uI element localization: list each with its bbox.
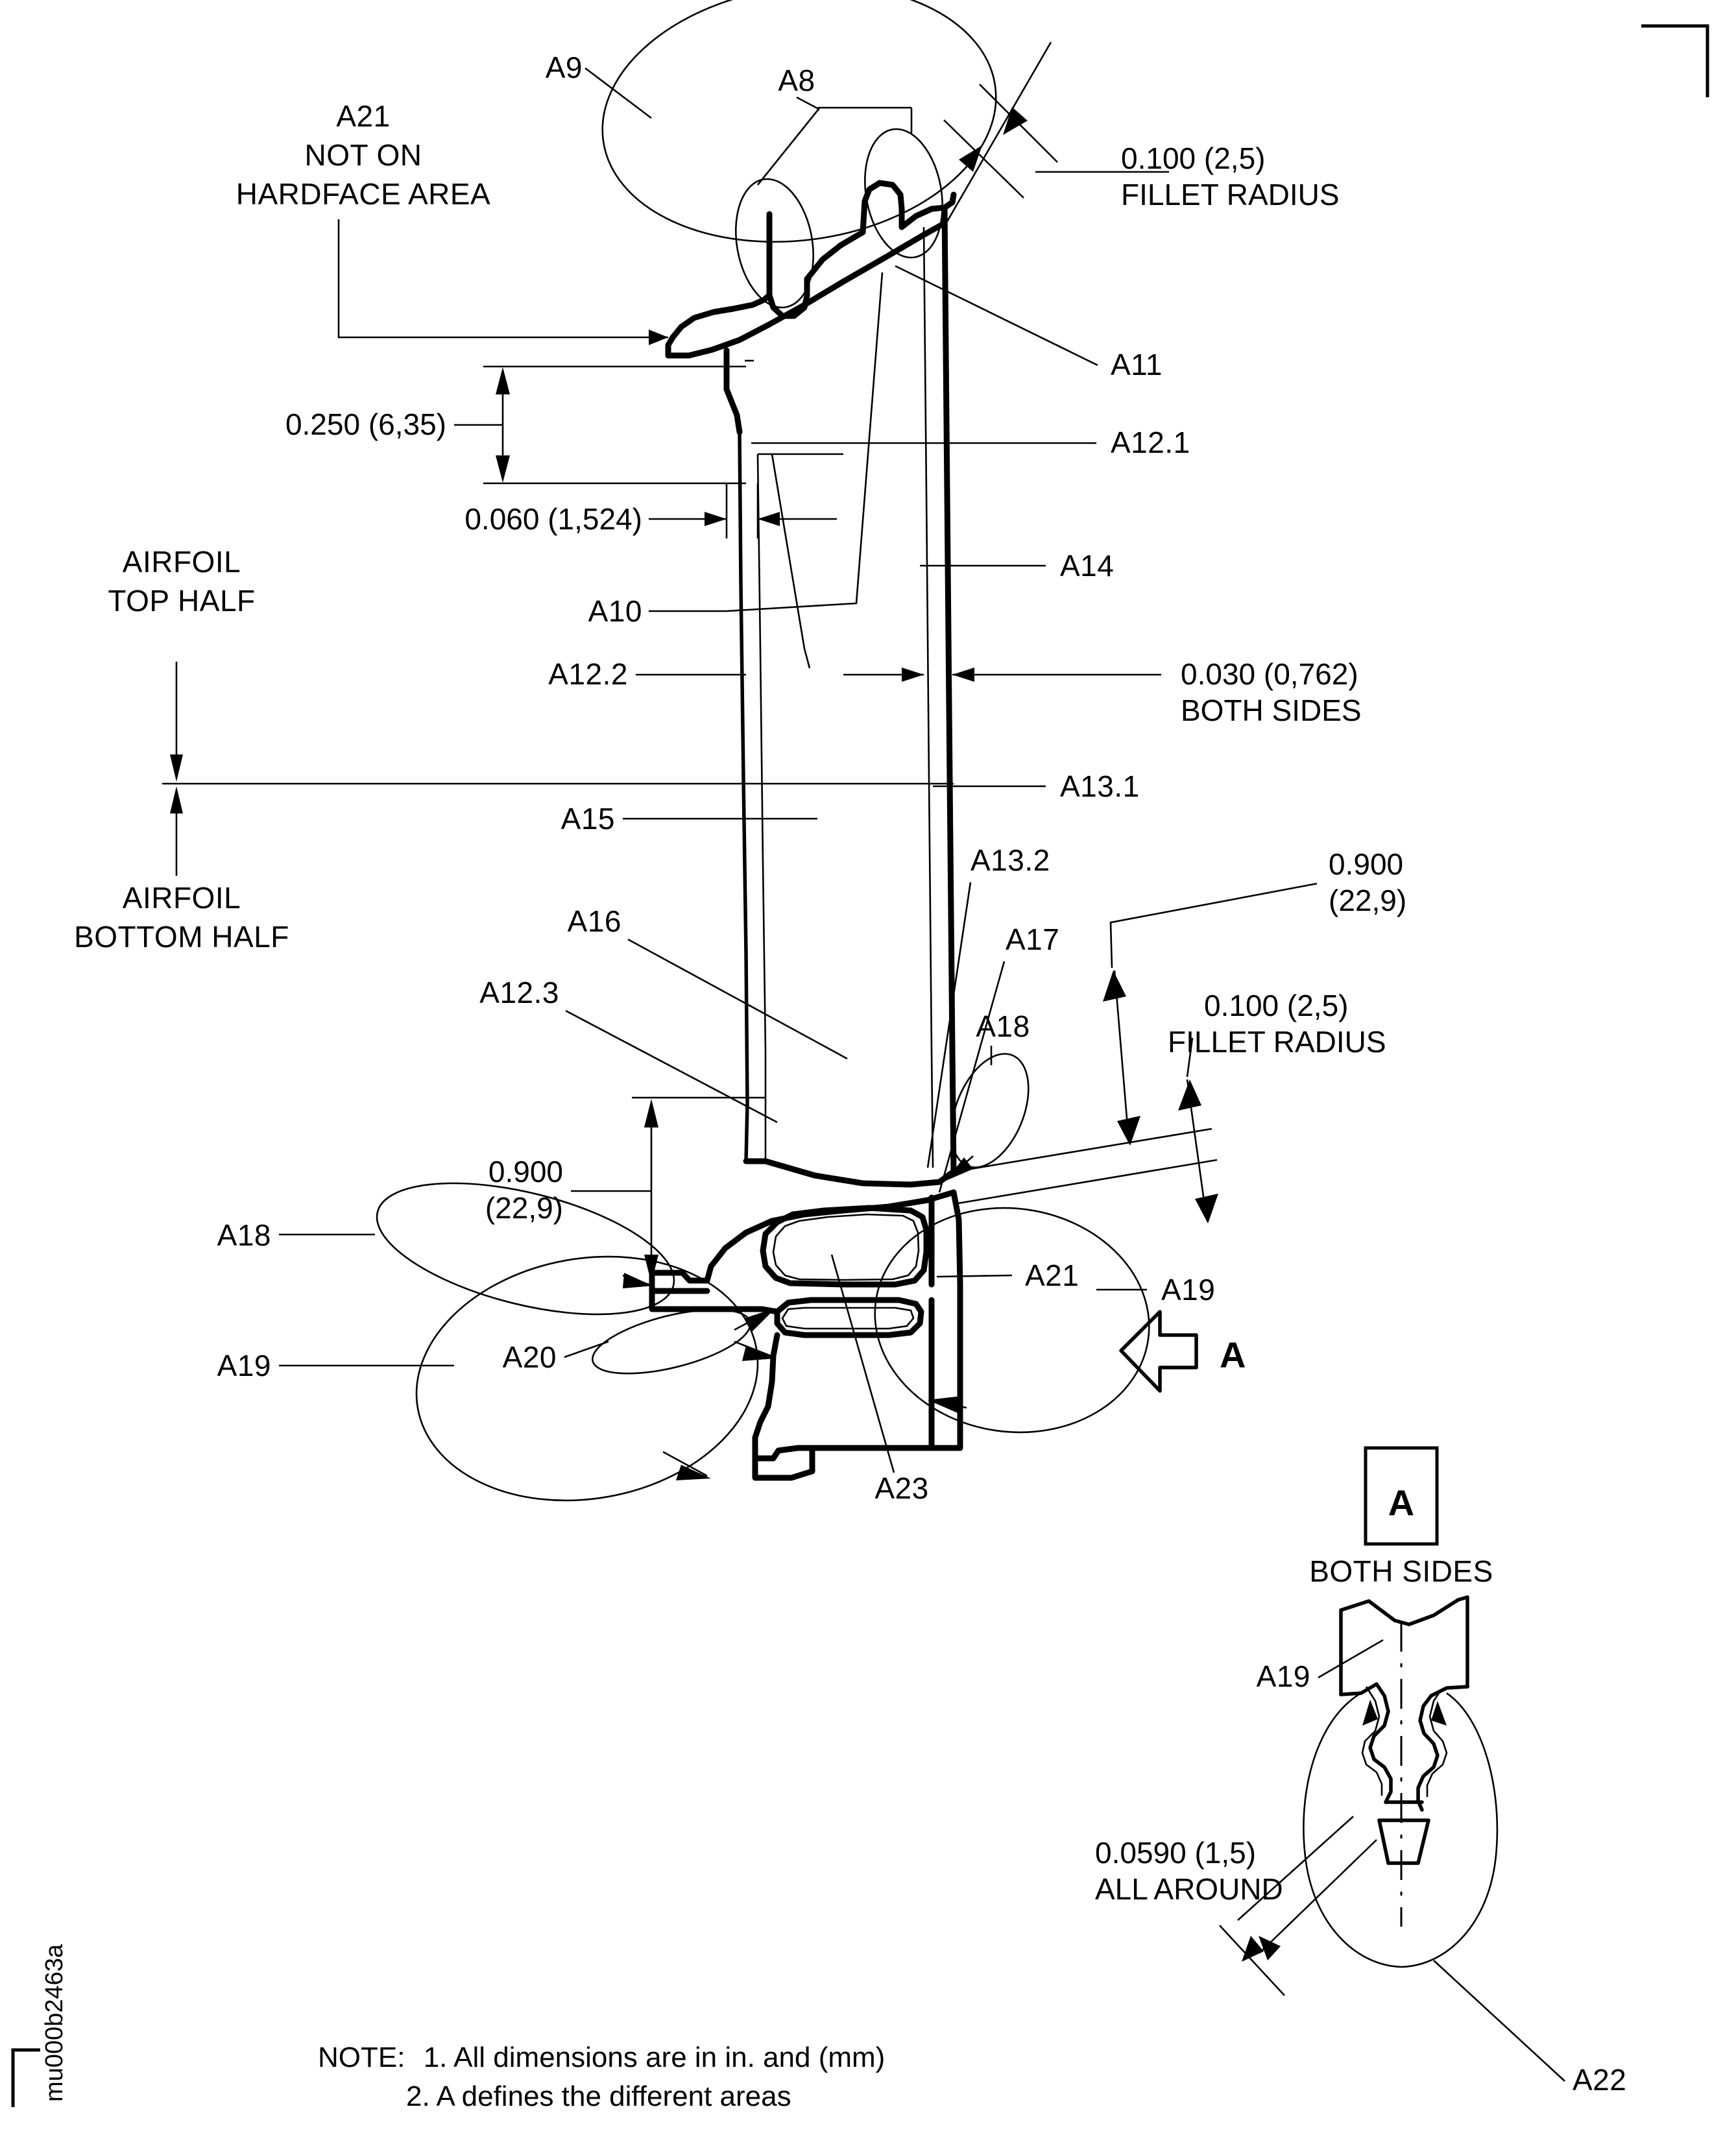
dim-both-sides-value: 0.030 (0,762): [1181, 657, 1358, 691]
callout-a10: A10: [588, 594, 642, 628]
balloon-a8-left: [734, 178, 815, 309]
dim-root-0900-right-line1: 0.900: [1329, 847, 1403, 881]
callout-a14: A14: [1060, 549, 1114, 583]
callout-a12-3: A12.3: [479, 976, 559, 1009]
dim-root-0900-right-line2: (22,9): [1329, 884, 1406, 917]
leader-a13-2: [926, 882, 972, 1168]
notes-heading: NOTE:: [318, 2042, 405, 2073]
callout-a15: A15: [561, 802, 615, 836]
dim-all-around-value: 0.0590 (1,5): [1095, 1836, 1256, 1870]
callout-a12-1: A12.1: [1111, 426, 1190, 459]
dim-root-0900-left: [571, 1096, 766, 1283]
annotation-airfoil-top-line2: TOP HALF: [108, 584, 255, 618]
leader-a17: [938, 961, 1006, 1193]
callout-a18-upper: A18: [976, 1009, 1030, 1043]
callout-a19-left: A19: [217, 1349, 271, 1382]
callout-a19-detail: A19: [1257, 1659, 1310, 1693]
callout-a13-2: A13.2: [970, 843, 1050, 877]
leader-a16: [627, 938, 848, 1060]
airfoil-body-section: [738, 204, 957, 1175]
dim-root-fillet-note: FILLET RADIUS: [1168, 1025, 1386, 1059]
annotation-hardface-line3: HARDFACE AREA: [236, 177, 491, 211]
dim-wall-thickness-value: 0.060 (1,524): [464, 502, 642, 536]
corner-registration-mark-icon: [1641, 24, 1709, 97]
airfoil-platform-profile: [723, 347, 754, 435]
section-direction-arrow-icon: [1119, 1310, 1198, 1393]
annotation-airfoil-bottom-line1: AIRFOIL: [123, 881, 241, 915]
leader-a21-root: [936, 1274, 1013, 1278]
callout-a16: A16: [568, 904, 621, 938]
callout-a22: A22: [1573, 2063, 1626, 2097]
leader-a9: [585, 67, 652, 119]
annotation-hardface-line1: A21: [336, 99, 390, 133]
callout-a17: A17: [1006, 922, 1059, 956]
leader-a8: [756, 96, 913, 186]
dim-all-around: [1219, 1816, 1377, 1996]
callout-a21-root: A21: [1025, 1259, 1079, 1292]
callout-a9: A9: [546, 51, 583, 84]
dim-root-0900-left-line2: (22,9): [485, 1191, 563, 1225]
balloon-a19-left: [415, 1255, 759, 1502]
callout-a23: A23: [874, 1471, 928, 1505]
leader-airfoil-halves: [162, 662, 954, 876]
notes-item2: 2. A defines the different areas: [406, 2080, 791, 2112]
balloon-a19-right: [874, 1207, 1150, 1434]
balloon-a18-left: [376, 1182, 675, 1316]
blade-root-section: [649, 1158, 963, 1481]
leader-a10: [649, 272, 884, 612]
callout-a20: A20: [503, 1340, 557, 1374]
balloon-a9: [601, 0, 997, 243]
leader-a19-detail: [1318, 1639, 1384, 1679]
annotation-airfoil-bottom-line2: BOTTOM HALF: [74, 920, 289, 954]
dim-root-0900-right: [1103, 882, 1318, 1146]
annotation-airfoil-top-line1: AIRFOIL: [123, 545, 241, 579]
detail-serration-arrows: [1362, 1700, 1447, 1726]
drawing-id-group: mu000b2463a: [41, 1944, 68, 2102]
leader-a12-3: [565, 1009, 778, 1124]
dim-tip-fillet-radius: [943, 42, 1169, 228]
detail-view-a-box: [1364, 1446, 1439, 1546]
detail-root-cross-section: [1303, 1595, 1499, 1968]
leader-a11: [895, 265, 1098, 367]
leader-a22: [1433, 1960, 1565, 2082]
notes-item1: 1. All dimensions are in in. and (mm): [424, 2042, 886, 2073]
callout-a13-1: A13.1: [1060, 769, 1140, 803]
leader-a23: [830, 1254, 895, 1473]
airfoil-tip-profile: [665, 180, 957, 359]
dim-platform-height: [454, 365, 746, 485]
dim-root-fillet-value: 0.100 (2,5): [1204, 989, 1348, 1022]
callout-a18-left: A18: [217, 1218, 271, 1252]
leader-a19-left: [279, 1364, 711, 1480]
section-marker-letter: A: [1220, 1334, 1246, 1375]
notes-heading-and-item1: NOTE: 1. All dimensions are in in. and (…: [318, 2042, 885, 2073]
drawing-id-text: mu000b2463a: [41, 1944, 68, 2102]
dim-wall-thickness: [649, 483, 837, 538]
dim-platform-height-value: 0.250 (6,35): [285, 407, 446, 441]
callout-a19-right: A19: [1161, 1273, 1215, 1307]
dim-root-0900-left-line1: 0.900: [488, 1155, 563, 1188]
annotation-hardface-line2: NOT ON: [304, 138, 422, 172]
dim-tip-fillet-note: FILLET RADIUS: [1121, 178, 1340, 211]
dim-root-fillet-radius: [946, 1037, 1218, 1223]
dim-all-around-note: ALL AROUND: [1095, 1872, 1283, 1906]
dim-both-sides-thickness: [843, 668, 1161, 682]
dim-tip-fillet-value: 0.100 (2,5): [1121, 141, 1265, 175]
leader-a18-left: [279, 1233, 653, 1288]
leader-a20: [564, 1308, 776, 1361]
callout-a12-2: A12.2: [548, 657, 628, 691]
corner-registration-mark-bottom-icon: [11, 2048, 40, 2107]
callout-a11: A11: [1111, 348, 1163, 381]
leader-hardface: [337, 219, 668, 345]
detail-view-letter: A: [1388, 1482, 1414, 1523]
dim-both-sides-note: BOTH SIDES: [1181, 693, 1362, 727]
detail-view-note: BOTH SIDES: [1309, 1554, 1493, 1588]
callout-a8: A8: [778, 64, 815, 97]
